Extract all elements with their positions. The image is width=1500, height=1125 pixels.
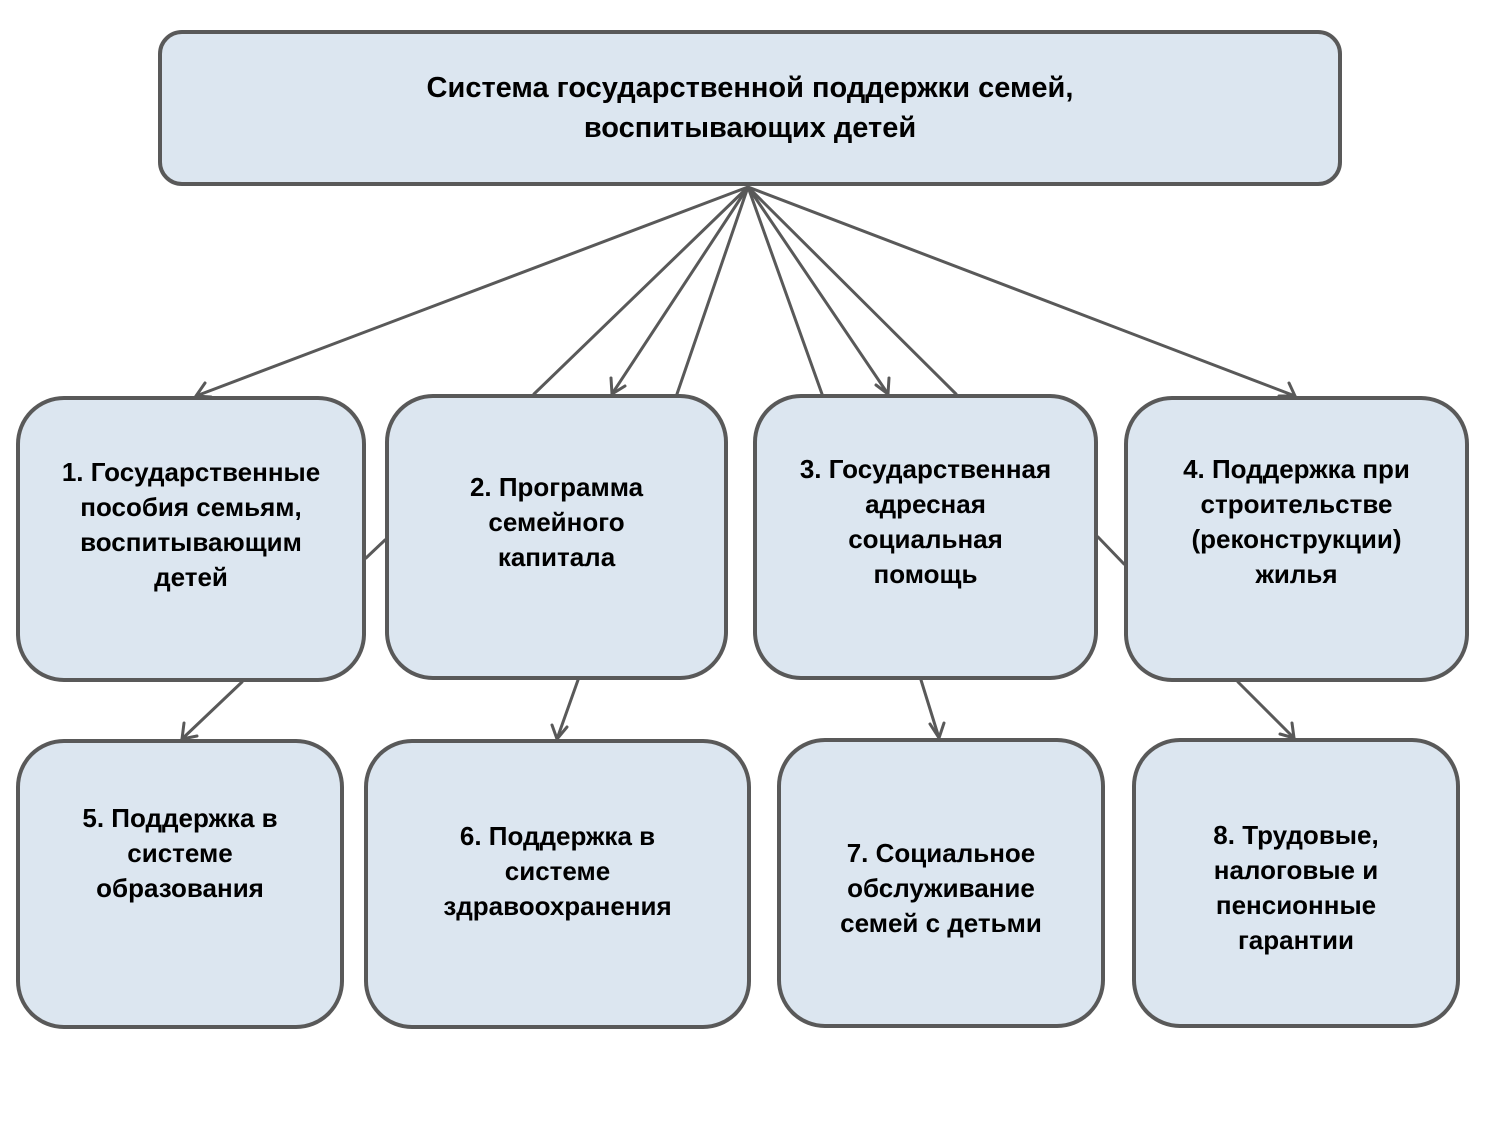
node-1-label: 1. Государственные пособия семьям, воспи… [61, 457, 321, 592]
edge-root-to-4 [746, 185, 1297, 398]
node-5-education-support: 5. Поддержка в системе образования [16, 739, 344, 1029]
node-7-social-services: 7. Социальное обслуживание семей с детьм… [777, 738, 1105, 1028]
diagram-title: Система государственной поддержки семей,… [426, 72, 1074, 144]
node-5-label: 5. Поддержка в системе образования [82, 803, 278, 903]
edge-8-mid [1096, 535, 1126, 566]
edge-5-lower [180, 680, 244, 741]
node-1-state-benefits: 1. Государственные пособия семьям, воспи… [16, 396, 366, 682]
node-6-label: 6. Поддержка в системе здравоохранения [443, 821, 672, 921]
edge-8-lower [1236, 680, 1296, 740]
edge-root-to-2 [610, 185, 750, 396]
node-6-healthcare-support: 6. Поддержка в системе здравоохранения [364, 739, 751, 1029]
node-2-family-capital: 2. Программа семейного капитала [385, 394, 728, 680]
edge-root-to-3 [746, 185, 890, 396]
node-2-label: 2. Программа семейного капитала [469, 472, 644, 572]
edge-root-to-6 [675, 185, 750, 396]
edge-5-mid [364, 538, 387, 560]
node-8-labor-tax-pension-guarantees: 8. Трудовые, налоговые и пенсионные гара… [1132, 738, 1460, 1028]
node-4-housing-support: 4. Поддержка при строительстве (реконстр… [1124, 396, 1469, 682]
edge-root-to-5 [532, 185, 750, 396]
node-8-label: 8. Трудовые, налоговые и пенсионные гара… [1213, 820, 1379, 955]
node-4-label: 4. Поддержка при строительстве (реконстр… [1183, 454, 1410, 589]
root-node-box: Система государственной поддержки семей,… [158, 30, 1342, 186]
edge-6-lower [555, 678, 580, 741]
edge-7-lower [919, 678, 941, 740]
node-3-label: 3. Государственная адресная социальная п… [799, 454, 1052, 589]
edge-root-to-7 [746, 185, 824, 396]
edge-root-to-1 [194, 185, 750, 398]
node-3-targeted-social-aid: 3. Государственная адресная социальная п… [753, 394, 1098, 680]
edge-root-to-8 [746, 185, 958, 396]
node-7-label: 7. Социальное обслуживание семей с детьм… [840, 838, 1042, 938]
